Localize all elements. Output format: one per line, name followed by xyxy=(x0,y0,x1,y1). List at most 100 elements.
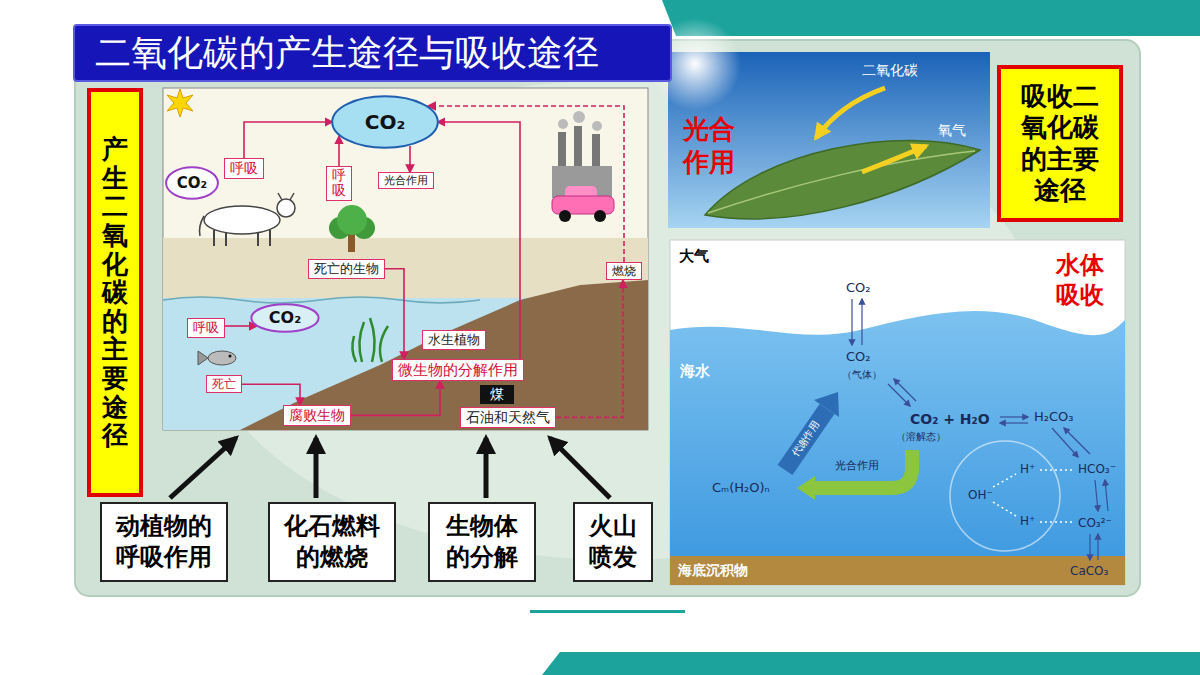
node-text: 水生植物 xyxy=(428,332,480,348)
process-label: 水生植物 xyxy=(422,330,486,350)
leaf-picture xyxy=(649,18,990,228)
car xyxy=(559,210,571,222)
carbon-cycle-picture xyxy=(163,88,648,430)
ocean-picture xyxy=(670,556,1125,585)
source-arrows xyxy=(484,438,489,498)
formula: CO₂ xyxy=(846,349,871,365)
factory xyxy=(592,121,602,131)
formula: HCO₃⁻ xyxy=(1078,462,1116,476)
node-text: 火山喷发 xyxy=(587,511,639,573)
arrow-label: 光合作用 xyxy=(835,459,879,472)
node-text: 产生二氧化碳的主要途径 xyxy=(102,135,128,450)
ocean-picture xyxy=(670,240,1125,585)
vertical-heading-box: 产生二氧化碳的主要途径 xyxy=(87,88,143,497)
node-text: 燃烧 xyxy=(612,264,636,278)
equilibrium-arrows xyxy=(888,384,910,406)
node-text: 煤 xyxy=(490,386,504,403)
ocean-picture xyxy=(814,392,839,417)
node-text: 腐败生物 xyxy=(289,407,345,424)
panel-heading: 水体吸收 xyxy=(1056,250,1106,310)
title-bar: 二氧化碳的产生途径与吸收途径 xyxy=(73,24,672,82)
co2-oval: CO₂ xyxy=(250,303,320,333)
cow xyxy=(278,193,294,200)
process-label: 呼吸 xyxy=(187,318,225,338)
leaf-picture xyxy=(708,151,975,213)
factory xyxy=(573,111,585,123)
formula: H⁺ xyxy=(1020,514,1035,528)
process-label: 微生物的分解作用 xyxy=(392,359,524,381)
carbon-cycle-picture xyxy=(240,280,648,430)
equilibrium-arrows xyxy=(1105,480,1108,511)
node-text: 微生物的分解作用 xyxy=(398,361,518,379)
panel-heading: 光合作用 xyxy=(683,113,739,178)
background xyxy=(530,610,685,613)
ocean-picture xyxy=(797,476,815,500)
heading-box: 吸收二氧化碳的主要途径 xyxy=(997,65,1123,222)
cow xyxy=(277,199,295,217)
factory xyxy=(592,134,600,168)
source-arrows xyxy=(550,438,610,498)
ocean-picture xyxy=(670,311,1125,560)
connector xyxy=(244,122,332,158)
source-arrows xyxy=(170,438,610,498)
connector xyxy=(338,137,340,166)
carbon-cycle-picture xyxy=(163,297,480,303)
ocean-picture xyxy=(815,450,912,488)
connector xyxy=(225,325,257,327)
node-text: 呼吸 xyxy=(332,168,346,199)
formula: OH⁻ xyxy=(968,488,993,502)
co2-oval: CO₂ xyxy=(165,166,219,200)
bond-dots xyxy=(1040,521,1074,523)
source-box: 动植物的呼吸作用 xyxy=(100,502,228,582)
connector xyxy=(409,146,411,172)
factory xyxy=(574,126,582,168)
leaf-picture xyxy=(862,146,926,172)
formula: CO₃²⁻ xyxy=(1078,516,1112,530)
fish xyxy=(198,351,236,365)
node-text: 化石燃料的燃烧 xyxy=(282,511,382,573)
equilibrium-arrows xyxy=(1089,534,1090,560)
connector xyxy=(242,384,300,405)
process-label: 呼吸 xyxy=(224,158,264,179)
ocean-picture xyxy=(950,441,1060,551)
ocean-picture xyxy=(785,409,827,470)
fish xyxy=(208,351,236,365)
node-text: 死亡的生物 xyxy=(314,261,379,277)
equilibrium-arrows xyxy=(1064,428,1090,454)
formula: CO₂ xyxy=(846,280,871,296)
cow xyxy=(200,216,205,236)
connector xyxy=(385,269,404,359)
equilibrium-arrows xyxy=(1000,422,1028,423)
co2-oval: CO₂ xyxy=(330,94,440,150)
arrow-label: 二氧化碳 xyxy=(862,62,918,79)
state-note: （气体） xyxy=(842,369,882,381)
connector xyxy=(438,122,520,359)
arrow-label: 氧气 xyxy=(938,122,966,139)
cow xyxy=(200,193,296,246)
bond-dots xyxy=(993,502,1016,516)
source-box: 化石燃料的燃烧 xyxy=(268,502,396,582)
source-box: 火山喷发 xyxy=(573,502,653,582)
ocean-picture xyxy=(670,240,1125,585)
equilibrium-arrows xyxy=(1095,480,1098,511)
tree xyxy=(329,205,375,252)
bond-dots xyxy=(1040,469,1074,471)
process-label: 光合作用 xyxy=(378,172,434,189)
equilibrium-arrows xyxy=(851,299,852,345)
node-text: 动植物的呼吸作用 xyxy=(114,511,214,573)
process-label: 腐败生物 xyxy=(283,405,351,426)
factory xyxy=(552,111,612,198)
node-text: 吸收二氧化碳的主要途径 xyxy=(1020,81,1100,206)
formula: CaCO₃ xyxy=(1070,564,1108,578)
tree xyxy=(337,205,367,235)
source-arrows xyxy=(170,438,236,498)
node-text: CO₂ xyxy=(365,110,405,134)
process-label: 死亡 xyxy=(206,375,242,393)
connector xyxy=(428,106,624,262)
process-label: 死亡的生物 xyxy=(308,259,385,279)
factory xyxy=(558,132,566,168)
